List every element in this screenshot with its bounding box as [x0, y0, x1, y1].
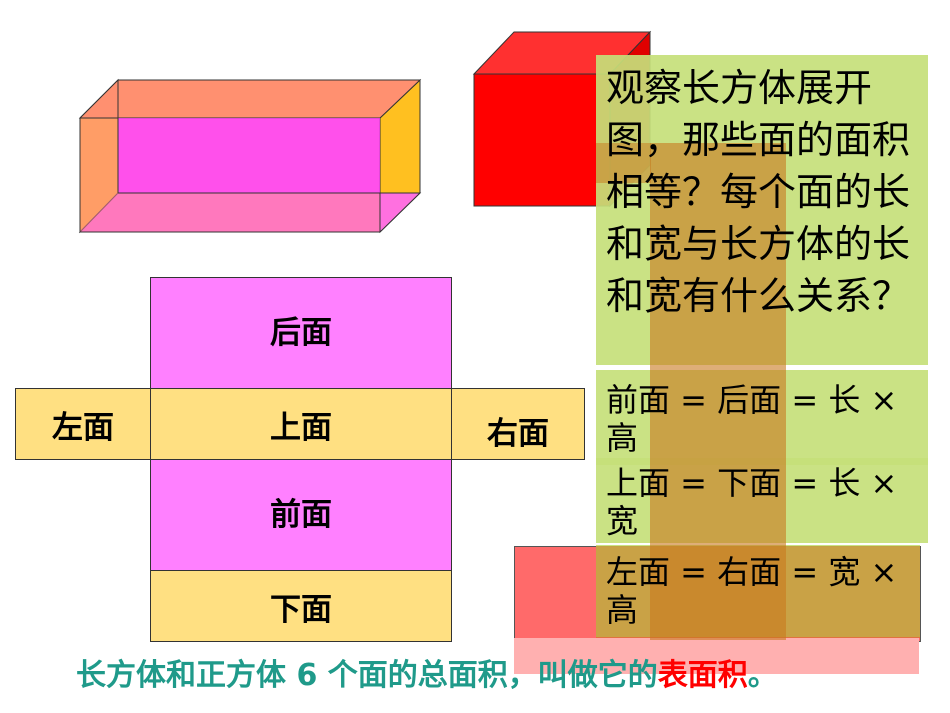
orange-top-patch [596, 143, 651, 183]
definition-text: 长方体和正方体 6 个面的总面积，叫做它的 [76, 658, 658, 693]
net-bottom-face: 下面 [150, 570, 452, 642]
surface-area-definition: 长方体和正方体 6 个面的总面积，叫做它的表面积。 [76, 650, 778, 694]
net-left-face: 左面 [15, 388, 151, 460]
surface-area-term: 表面积 [657, 658, 748, 693]
net-bottom-label: 下面 [270, 591, 332, 628]
net-top-label: 上面 [270, 409, 332, 446]
equation-1: 前面 = 后面 = 长 × 高 [606, 381, 898, 457]
equation-3: 左面 = 右面 = 宽 × 高 [606, 553, 898, 629]
equation-2: 上面 = 下面 = 长 × 宽 [606, 464, 898, 540]
net-back-face: 后面 [150, 277, 452, 389]
net-left-label: 左面 [52, 409, 114, 446]
net-back-label: 后面 [270, 314, 332, 351]
pink-rect-behind-lower [514, 638, 919, 674]
orange-row-overlay [596, 546, 920, 638]
net-front-label: 前面 [270, 496, 332, 533]
net-front-face: 前面 [150, 459, 452, 571]
definition-end: 。 [747, 658, 778, 693]
net-top-face: 上面 [150, 388, 452, 460]
net-right-face: 右面 [451, 388, 585, 460]
net-right-label: 右面 [487, 415, 549, 452]
question-text: 观察长方体展开图，那些面的面积相等？每个面的长和宽与长方体的长和宽有什么关系？ [606, 66, 911, 318]
